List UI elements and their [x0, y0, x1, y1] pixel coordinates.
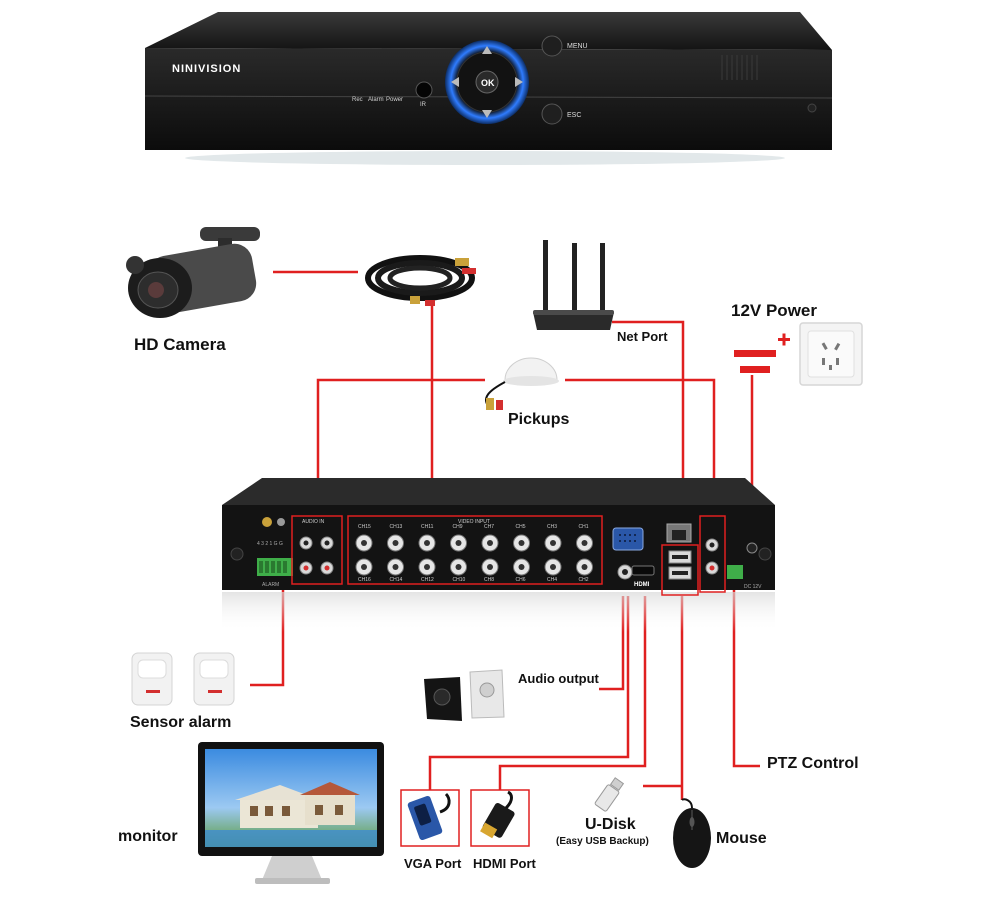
bnc-label-ch7: CH7: [484, 524, 494, 530]
vga-port-rear: [612, 527, 644, 551]
svg-text:4 3 2 1 G G: 4 3 2 1 G G: [257, 541, 283, 547]
bnc-pin-ch5: [518, 540, 525, 546]
bnc-label-ch3: CH3: [547, 524, 557, 530]
bnc-pin-ch16: [361, 564, 367, 570]
power-label: DC 12V: [744, 584, 762, 590]
vga-port-label: VGA Port: [404, 856, 462, 871]
bnc-label-ch9: CH9: [453, 524, 463, 530]
bnc-pin-ch6: [518, 564, 525, 570]
dc-power-jack: [746, 542, 758, 554]
bnc-pin-ch12: [424, 564, 430, 570]
wall-socket-icon: [799, 322, 863, 386]
bnc-pin-ch7: [487, 540, 493, 546]
monitor-label: monitor: [118, 828, 178, 845]
speaker-icon: [424, 669, 505, 721]
mouse-icon: [673, 798, 711, 868]
bnc-label-ch10: CH10: [453, 577, 466, 583]
video-input-label: VIDEO INPUT: [458, 519, 490, 525]
indicator-power: Power: [386, 97, 403, 103]
bnc-label-ch1: CH1: [579, 524, 589, 530]
ok-label: OK: [481, 78, 495, 88]
bnc-label-ch12: CH12: [421, 577, 434, 583]
bnc-label-ch4: CH4: [547, 577, 557, 583]
sensor-alarm-label: Sensor alarm: [130, 714, 232, 731]
u-disk-sub-label: (Easy USB Backup): [556, 836, 649, 847]
hdmi-port-label: HDMI Port: [473, 856, 536, 871]
ptz-terminal: [727, 565, 743, 579]
usb-highlight: [661, 544, 699, 596]
ok-button: [475, 70, 499, 94]
mouse-label: Mouse: [716, 830, 767, 847]
audio-output-label: Audio output: [518, 671, 599, 686]
left-arrow-icon: [451, 77, 459, 87]
bnc-label-ch8: CH8: [484, 577, 494, 583]
bnc-label-ch6: CH6: [516, 577, 526, 583]
bnc-pin-ch1: [581, 540, 588, 546]
audio-in-jacks: [299, 536, 334, 575]
hdmi-connector-icon: [480, 790, 515, 839]
down-arrow-icon: [482, 110, 492, 118]
svg-text:HDMI: HDMI: [634, 582, 650, 588]
up-arrow-icon: [482, 46, 492, 54]
u-disk-label: U-Disk: [585, 816, 636, 833]
bnc-label-ch2: CH2: [579, 577, 589, 583]
bnc-pin-ch14: [392, 564, 399, 570]
video-input-highlight: [347, 515, 603, 585]
right-arrow-icon: [515, 77, 523, 87]
dvr-back-unit: 4 3 2 1 G G ALARM AUDIO IN VIDEO INPUT C…: [222, 478, 775, 632]
bnc-label-ch16: CH16: [358, 577, 371, 583]
front-vents: [721, 55, 758, 80]
router-icon: [533, 240, 614, 330]
hdmi-port-rear: [631, 565, 655, 576]
menu-label: MENU: [567, 43, 588, 50]
indicator-alarm: Alarm: [368, 97, 384, 103]
bnc-pin-ch15: [361, 540, 367, 546]
ir-sensor: [415, 81, 433, 99]
bnc-pin-ch10: [455, 564, 462, 570]
usb-flash-icon: [594, 777, 625, 812]
bnc-label-ch15: CH15: [358, 524, 371, 530]
ptz-control-label: PTZ Control: [767, 755, 859, 772]
esc-button: [541, 103, 563, 125]
coax-cable-icon: [365, 255, 476, 306]
bnc-label-ch13: CH13: [390, 524, 403, 530]
vga-connector-icon: [407, 792, 451, 841]
bnc-pin-ch13: [392, 540, 399, 546]
net-port-label: Net Port: [617, 329, 668, 344]
bnc-pin-ch2: [581, 564, 588, 570]
pickups-label: Pickups: [508, 411, 570, 428]
bnc-pin-ch11: [424, 540, 430, 546]
hd-camera-label: HD Camera: [134, 335, 226, 354]
dvr-brand-text: NINIVISION: [172, 63, 241, 75]
bnc-pin-ch4: [550, 564, 556, 570]
ground-screw: [262, 517, 272, 527]
ir-label: IR: [420, 102, 427, 108]
front-foot-screw: [807, 103, 817, 113]
monitor-icon: [198, 742, 384, 884]
bnc-pin-ch8: [487, 564, 493, 570]
alarm-label: ALARM: [262, 582, 279, 588]
bnc-pin-ch3: [550, 540, 556, 546]
indicator-rec: Rec: [352, 97, 363, 103]
navigation-pad: OK: [445, 40, 529, 124]
right-audio-highlight: [699, 515, 726, 593]
bnc-label-ch5: CH5: [516, 524, 526, 530]
audio-in-label: AUDIO IN: [302, 519, 325, 525]
bnc-pin-ch9: [455, 540, 462, 546]
microphone-pickup-icon: [485, 357, 559, 410]
power-battery-icon: [734, 333, 790, 373]
audio-in-highlight: [291, 515, 343, 585]
pir-sensor-icon: [131, 652, 235, 706]
esc-label: ESC: [567, 112, 581, 119]
menu-button: [541, 35, 563, 57]
dvr-front-unit: NINIVISION Rec Alarm Power IR OK MENU ES…: [144, 12, 833, 165]
bnc-label-ch14: CH14: [390, 577, 403, 583]
hd-camera-icon: [126, 227, 260, 318]
power-12v-label: 12V Power: [731, 301, 817, 320]
bnc-label-ch11: CH11: [421, 524, 434, 530]
